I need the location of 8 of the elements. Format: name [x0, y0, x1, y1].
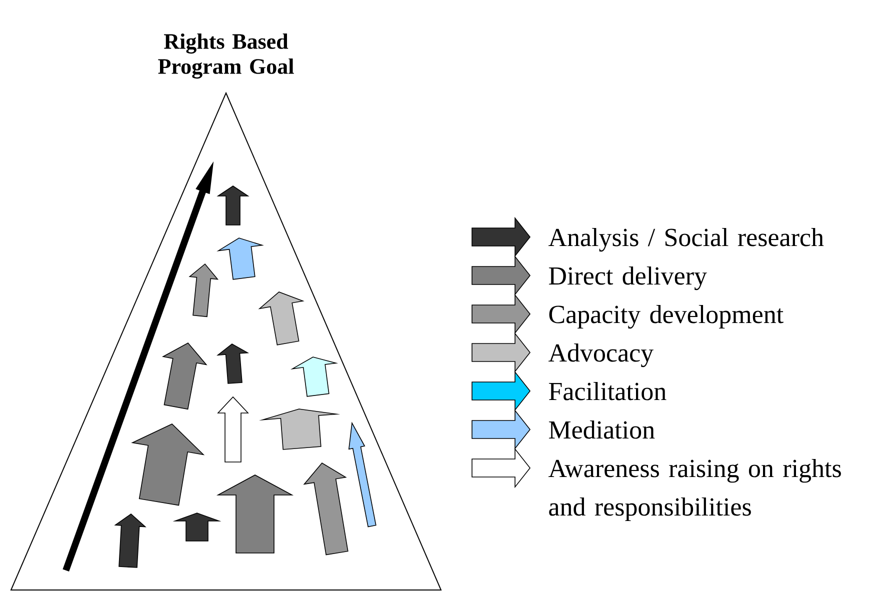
legend-label: Direct delivery: [548, 266, 707, 290]
legend-label: Facilitation: [548, 382, 666, 400]
title: Rights Based Program Goal: [158, 33, 294, 79]
legend-label: Analysis / Social research: [548, 228, 824, 252]
legend-label: Mediation: [548, 420, 655, 439]
legend-label: Advocacy: [548, 343, 654, 368]
legend-label: Capacity development: [549, 304, 784, 329]
legend-label: Awareness raising on rights and responsibilities: [548, 458, 841, 522]
